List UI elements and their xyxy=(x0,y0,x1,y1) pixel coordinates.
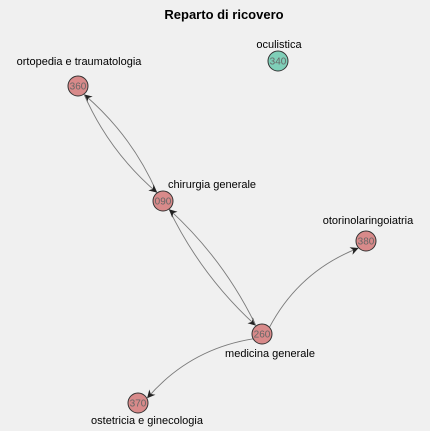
edge-medicina-to-ostetricia xyxy=(147,338,254,399)
node-medicina: 260 medicina generale xyxy=(225,323,315,360)
edge-chirurgia-to-medicina xyxy=(168,208,257,326)
diagram-title: Reparto di ricovero xyxy=(164,7,283,22)
node-label-chirurgia: chirurgia generale xyxy=(168,179,256,191)
node-circle-otorino xyxy=(355,230,377,252)
node-circle-oculistica xyxy=(267,50,289,72)
node-circle-ortopedia xyxy=(67,75,89,97)
node-otorino: 380 otorinolaringoiatria xyxy=(323,215,414,252)
node-circle-ostetricia xyxy=(127,392,149,414)
nodes-layer: 340 oculistica 360 ortopedia e traumatologi… xyxy=(17,39,415,427)
edge-ortopedia-to-chirurgia xyxy=(83,93,158,193)
node-badge-otorino: 380 xyxy=(358,237,375,248)
node-label-ostetricia: ostetricia e ginecologia xyxy=(91,415,204,427)
node-label-otorino: otorinolaringoiatria xyxy=(323,215,414,227)
node-label-medicina: medicina generale xyxy=(225,348,315,360)
node-badge-oculistica: 340 xyxy=(270,57,287,68)
node-badge-ostetricia: 370 xyxy=(130,399,147,410)
node-chirurgia: 090 chirurgia generale xyxy=(152,179,256,212)
edge-medicina-to-otorino xyxy=(269,247,359,328)
node-badge-medicina: 260 xyxy=(254,330,271,341)
node-circle-medicina xyxy=(251,323,273,345)
node-ortopedia: 360 ortopedia e traumatologia xyxy=(17,56,143,97)
node-badge-chirurgia: 090 xyxy=(155,197,172,208)
node-circle-chirurgia xyxy=(152,190,174,212)
node-ostetricia: 370 ostetricia e ginecologia xyxy=(91,392,204,427)
node-oculistica: 340 oculistica xyxy=(256,39,302,72)
edge-chirurgia-to-ortopedia xyxy=(83,94,158,194)
edges-layer xyxy=(83,93,359,399)
edge-medicina-to-chirurgia xyxy=(168,209,257,327)
node-badge-ortopedia: 360 xyxy=(70,82,87,93)
node-label-oculistica: oculistica xyxy=(256,39,302,51)
node-label-ortopedia: ortopedia e traumatologia xyxy=(17,56,143,68)
